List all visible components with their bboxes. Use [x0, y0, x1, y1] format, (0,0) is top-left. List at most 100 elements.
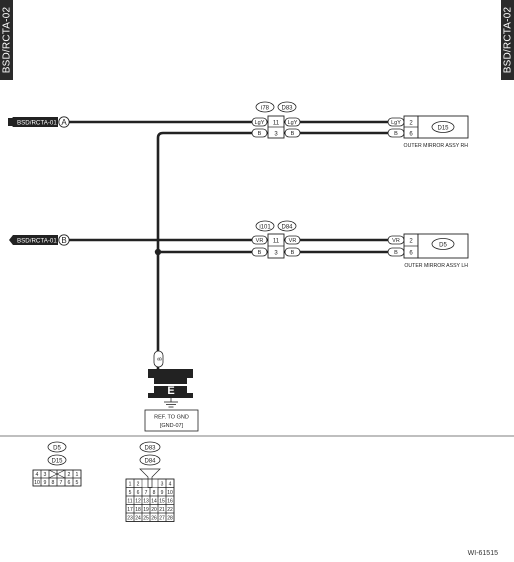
legend-a-c1-oval: [47, 441, 67, 453]
legend-a-pin-label: 7: [60, 480, 63, 486]
joint-lh-wire-b-right: [284, 247, 301, 257]
legend-a-pin-cell: [72, 477, 82, 487]
legend-b-pin-label: 18: [135, 507, 141, 513]
legend-b-pin-label: 22: [167, 507, 173, 513]
wire-splice: [154, 248, 162, 256]
mirror-lh[interactable]: VR B 2 6 D5 OUTER MIRROR ASSY LH: [387, 233, 469, 269]
ref-b-id: B: [61, 236, 66, 245]
legend-a-pin-label: 3: [44, 472, 47, 478]
joint-lh-c2-oval: [277, 220, 297, 232]
joint-rh-wire-b-right-label: B: [291, 131, 295, 137]
joint-rh-c2-oval: [277, 101, 297, 113]
circuit-ref-a[interactable]: BSD/RCTA-01 A: [8, 116, 70, 128]
joint-lh-c1-oval: [255, 220, 275, 232]
legend-a-c2-oval: [47, 454, 67, 466]
ground-ref-box: [144, 409, 199, 432]
ground-terminal-bottom: [148, 386, 193, 398]
legend-b-pin-label: 24: [135, 516, 141, 522]
ground-wire-label: B: [158, 357, 164, 361]
legend-b-pin-label: 4: [169, 482, 172, 488]
joint-lh-wire-b-left: [251, 247, 268, 257]
mirror-lh-connector-label: D5: [439, 242, 447, 248]
legend-b-pin-label: 7: [145, 490, 148, 496]
mirror-lh-name: OUTER MIRROR ASSY LH: [404, 263, 468, 269]
circuit-ref-b[interactable]: BSD/RCTA-01 B: [9, 234, 70, 246]
legend-a-pin-label: 1: [76, 472, 79, 478]
legend-b-pin-cell: [165, 512, 175, 522]
joint-rh-wire-lgy-left-label: LgY: [255, 120, 265, 126]
ref-a-id: A: [61, 118, 67, 127]
ground-e[interactable]: B E REF. TO GND [GND-07]: [144, 334, 199, 432]
legend-b-pin-label: 10: [167, 490, 173, 496]
legend-b-pin-label: 6: [137, 490, 140, 496]
ref-a-label: BSD/RCTA-01: [17, 120, 57, 127]
legend-a-pin-label: 2: [68, 472, 71, 478]
ground-ref-line2: [GND-07]: [160, 423, 184, 429]
legend-b-latch: [139, 468, 161, 488]
legend-b-pin-label: 1: [129, 482, 132, 488]
mirror-rh-connector-label: D15: [437, 125, 449, 131]
mirror-rh-pin-2: 2: [409, 121, 413, 127]
joint-lh-pin-11: 11: [273, 239, 280, 245]
legend-b-pin-label: 23: [127, 516, 133, 522]
joint-lh-wire-vr-right-label: VR: [289, 238, 297, 244]
legend-b-pin-label: 17: [127, 507, 133, 513]
joint-rh-wire-b-right: [284, 128, 301, 138]
joint-lh-wire-b-left-label: B: [258, 250, 262, 256]
legend-b-pin-label: 5: [129, 490, 132, 496]
wires: [69, 120, 404, 334]
joint-rh-pin-3: 3: [274, 132, 278, 138]
legend-b-pin-label: 21: [159, 507, 165, 513]
mirror-lh-pin-2: 2: [409, 239, 413, 245]
legend-a-pin-label: 9: [44, 480, 47, 486]
legend-b-pin-label: 2: [137, 482, 140, 488]
figure-code: WI-61515: [467, 550, 498, 557]
legend-b-c1-oval: [139, 441, 161, 453]
mirror-rh-name: OUTER MIRROR ASSY RH: [404, 143, 469, 149]
joint-lh-wire-b-right-label: B: [291, 250, 295, 256]
legend-b-pin-label: 25: [143, 516, 149, 522]
mirror-lh-wire-vr-label: VR: [392, 238, 400, 244]
joint-rh-wire-b-left: [251, 128, 268, 138]
joint-lh-wire-vr-left: [251, 235, 268, 245]
legend-a-pin-label: 5: [76, 480, 79, 486]
joint-lh-pin-3: 3: [274, 251, 278, 257]
ref-a-tag: [9, 117, 58, 127]
wire-b-rh: [156, 131, 404, 334]
mirror-lh-pin-6: 6: [409, 251, 413, 257]
joint-rh: i78 D83 11 3 LgY LgY B B: [251, 101, 301, 139]
legend-b-pin-label: 15: [159, 499, 165, 505]
legend-a-pin-label: 8: [52, 480, 55, 486]
section-tab-left: BSD/RCTA-02: [0, 0, 13, 80]
legend-b-pin-label: 11: [127, 499, 132, 505]
ground-letter: E: [167, 385, 174, 397]
joint-rh-wire-lgy-left: [251, 117, 268, 127]
joint-rh-wire-lgy-right: [284, 117, 301, 127]
section-tab-right: BSD/RCTA-02: [501, 0, 514, 80]
legend-a-c2-label: D15: [51, 458, 63, 464]
legend-b-pin-label: 13: [143, 499, 149, 505]
legend-b-c2-oval: [139, 454, 161, 466]
legend-b-pin-label: 3: [161, 482, 164, 488]
legend-a-pin-label: 10: [34, 480, 40, 486]
mirror-rh-connector-oval: [431, 121, 455, 133]
joint-rh-c2-label: D83: [281, 105, 293, 111]
mirror-rh-pin-6: 6: [409, 132, 413, 138]
joint-rh-wire-lgy-right-label: LgY: [288, 120, 298, 126]
legend-a-c1-label: D5: [53, 445, 61, 451]
legend-b-c1-label: D83: [144, 445, 156, 451]
legend-a-pin-label: 6: [68, 480, 71, 486]
legend-b-pin-label: 8: [153, 490, 156, 496]
mirror-rh[interactable]: LgY B 2 6 D15 OUTER MIRROR ASSY RH: [387, 115, 469, 149]
joint-rh-c1-oval: [255, 101, 275, 113]
joint-rh-pin-11: 11: [273, 121, 280, 127]
joint-lh-wire-vr-left-label: VR: [256, 238, 264, 244]
joint-rh-wire-b-left-label: B: [258, 131, 262, 137]
mirror-lh-connector-oval: [431, 238, 455, 250]
legend-b-pin-label: 19: [143, 507, 149, 513]
ground-terminal-top: [148, 369, 193, 384]
ref-b-label: BSD/RCTA-01: [17, 238, 57, 245]
mirror-rh-wire-lgy-label: LgY: [391, 120, 401, 126]
